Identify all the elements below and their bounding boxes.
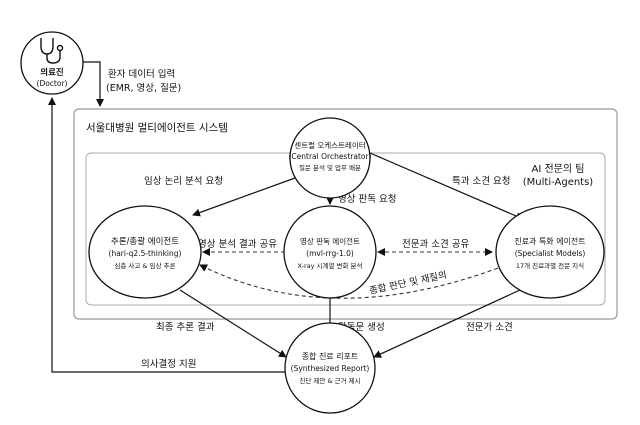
- imaging-subtitle: (mvl-rrg-1.0): [306, 249, 354, 258]
- node-reasoning-agent: 추론/총괄 에이전트 (hari-q2.5-thinking) 심층 사고 & …: [88, 205, 202, 299]
- edge-final-result-label: 최종 추론 결과: [156, 322, 215, 333]
- imaging-desc: X-ray 시계열 변화 분석: [297, 261, 362, 270]
- edge-decision-support: [48, 97, 286, 373]
- edge-input-label-1: 환자 데이터 입력: [108, 68, 175, 80]
- stethoscope-icon: [40, 38, 64, 64]
- reasoning-subtitle: (hari-q2.5-thinking): [109, 249, 182, 258]
- orchestrator-desc: 질문 분석 및 업무 배분: [299, 163, 361, 172]
- node-specialist-agent: 진료과 특화 에이전트 (Specialist Models) 17개 진료과별…: [495, 205, 605, 299]
- edge-imaging-request-label: 영상 판독 요청: [338, 194, 396, 205]
- edge-report-generation-label: 판독문 생성: [338, 322, 385, 333]
- edge-specialty-share-label: 전문과 소견 공유: [402, 238, 469, 250]
- report-subtitle: (Synthesized Report): [291, 364, 370, 373]
- node-doctor: 의료진 (Doctor): [20, 31, 84, 95]
- report-desc: 진단 제안 & 근거 제시: [299, 376, 360, 385]
- edge-decision-support-label: 의사결정 지원: [141, 359, 196, 370]
- edge-clinical-request: [192, 177, 296, 217]
- node-imaging-agent: 영상 판독 에이전트 (mvl-rrg-1.0) X-ray 시계열 변화 분석: [283, 205, 377, 299]
- edge-specialty-request: [369, 152, 524, 220]
- edge-input: [82, 61, 104, 107]
- doctor-title: 의료진: [40, 67, 64, 78]
- team-subtitle: (Multi-Agents): [523, 177, 594, 188]
- reasoning-desc: 심층 사고 & 임상 추론: [114, 261, 175, 270]
- orchestrator-title: 센트럴 오케스트레이터: [294, 140, 365, 150]
- node-orchestrator: 센트럴 오케스트레이터 (Central Orchestrator) 질문 분석…: [289, 117, 372, 199]
- edge-clinical-request-label: 임상 논리 분석 요청: [144, 175, 223, 187]
- edge-expert-opinion: [373, 289, 521, 358]
- edge-synthesis-query: [199, 264, 499, 299]
- edge-specialty-request-label: 특과 소견 요청: [452, 175, 510, 187]
- specialist-title: 진료과 특화 에이전트: [514, 236, 585, 246]
- specialist-subtitle: (Specialist Models): [515, 249, 586, 258]
- edge-input-label-2: (EMR, 영상, 질문): [106, 82, 181, 94]
- reasoning-title: 추론/총괄 에이전트: [111, 236, 179, 247]
- system-title: 서울대병원 멀티에이전트 시스템: [86, 121, 228, 134]
- edge-final-result: [179, 289, 287, 358]
- system-boundary: [73, 108, 618, 320]
- specialist-desc: 17개 진료과별 전문 지식: [516, 261, 584, 270]
- report-title: 종합 진료 리포트: [302, 351, 359, 361]
- edge-expert-opinion-label: 전문가 소견: [466, 321, 513, 333]
- edge-imaging-share-label: 영상 분석 결과 공유: [198, 239, 277, 250]
- doctor-subtitle: (Doctor): [37, 79, 68, 88]
- imaging-title: 영상 판독 에이전트: [300, 236, 360, 246]
- orchestrator-subtitle: (Central Orchestrator): [289, 152, 372, 161]
- team-title: AI 전문의 팀: [532, 163, 585, 175]
- node-report: 종합 진료 리포트 (Synthesized Report) 진단 제안 & 근…: [284, 322, 376, 414]
